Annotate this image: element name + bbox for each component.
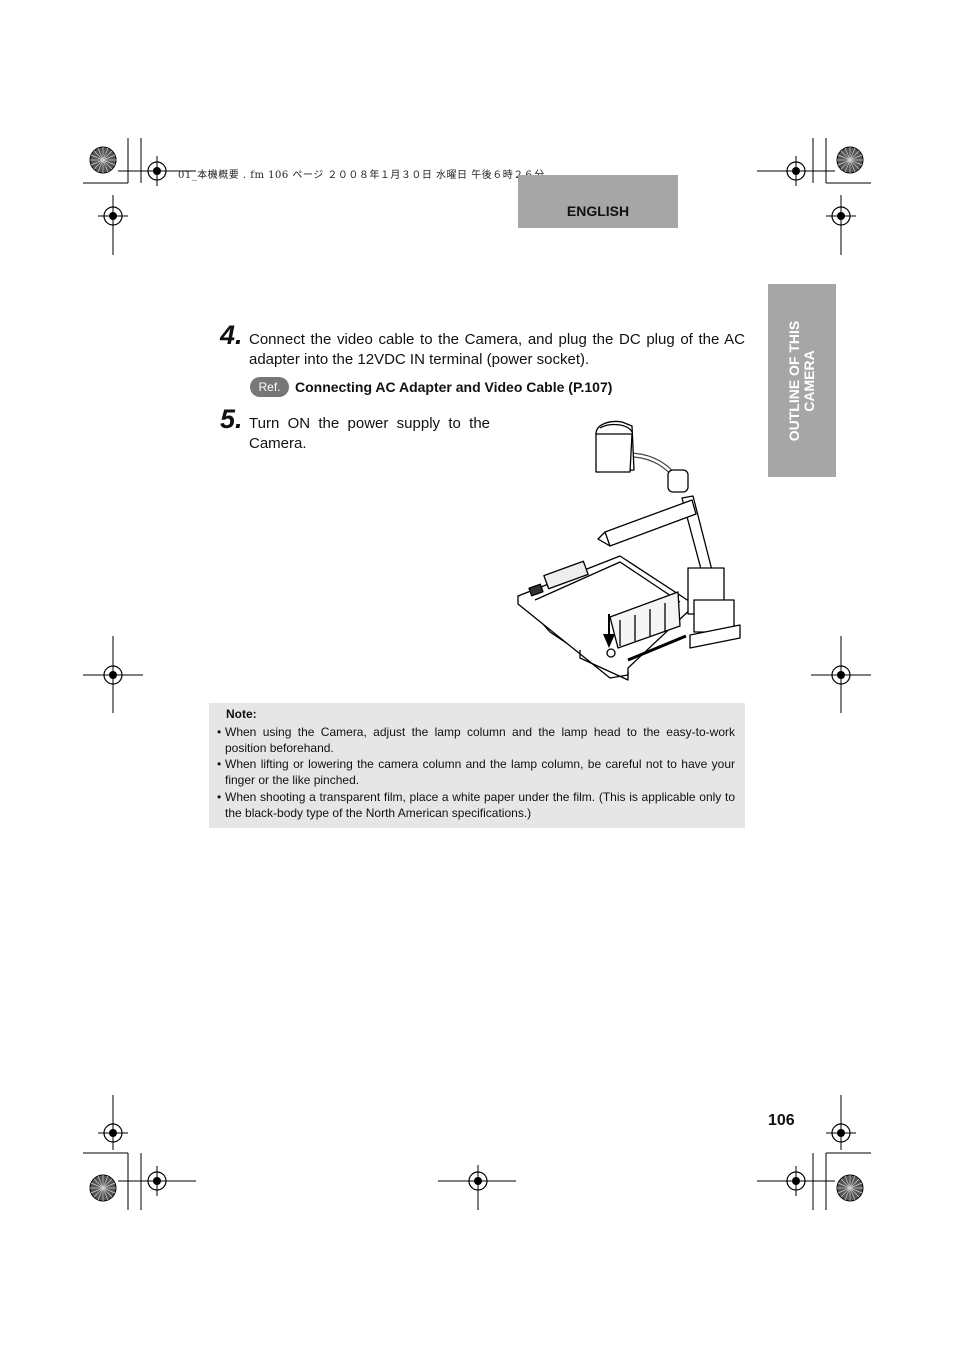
step-text: Turn ON the power supply to the Camera. [249,415,490,452]
note-item-text: When lifting or lowering the camera colu… [225,757,735,788]
section-title: OUTLINE OF THIS CAMERA [786,306,817,456]
bullet: • [217,790,222,804]
ref-badge: Ref. [250,377,289,397]
note-item: • When lifting or lowering the camera co… [217,756,735,788]
note-item-text: When using the Camera, adjust the lamp c… [225,725,735,756]
section-title-line1: OUTLINE OF THIS [786,320,802,441]
document-camera-illustration [517,420,741,681]
page-number: 106 [768,1112,795,1129]
language-tab: ENGLISH [518,175,678,228]
note-box: Note: • When using the Camera, adjust th… [209,703,745,828]
step-number: 5. [220,404,243,434]
bullet: • [217,757,222,771]
language-label: ENGLISH [566,203,630,219]
step-number: 4. [220,320,243,350]
step-text: Connect the video cable to the Camera, a… [249,331,745,368]
power-arrow-icon [603,614,615,648]
bullet: • [217,725,222,739]
section-side-tab: OUTLINE OF THIS CAMERA [768,284,836,477]
ref-link-text: Connecting AC Adapter and Video Cable (P… [295,379,613,395]
file-header-meta: 01_本機概要 . fm 106 ページ ２００８年１月３０日 水曜日 午後６時… [178,170,545,181]
note-item-text: When shooting a transparent film, place … [225,790,735,821]
note-item: • When using the Camera, adjust the lamp… [217,724,735,756]
note-title: Note: [226,707,257,721]
section-title-line2: CAMERA [801,349,817,412]
note-item: • When shooting a transparent film, plac… [217,789,735,821]
